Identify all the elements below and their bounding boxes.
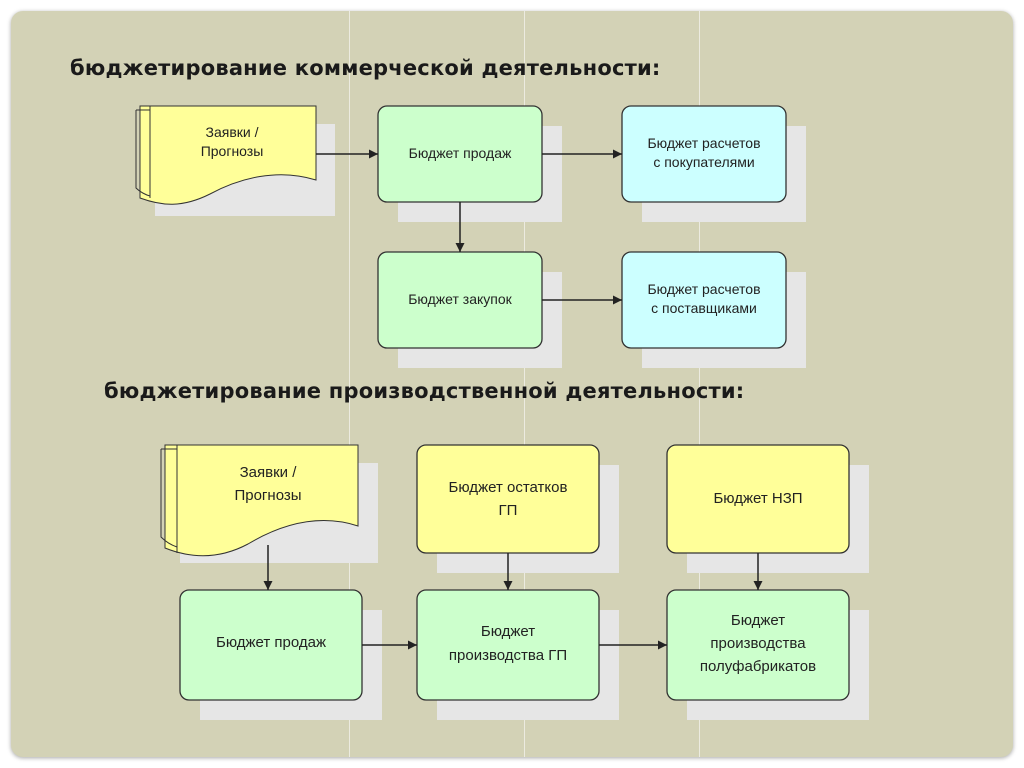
doc-label-line2: Прогнозы — [201, 143, 264, 159]
wip-budget-box: Бюджет НЗП — [666, 444, 869, 573]
production-fg-line2: производства ГП — [449, 647, 567, 664]
stock-budget-line2: ГП — [499, 502, 518, 519]
doc-label-line2: Прогнозы — [234, 487, 301, 504]
supplier-settlements-budget-box: Бюджет расчетов с поставщиками — [621, 251, 806, 368]
supplier-settlements-line1: Бюджет расчетов — [647, 281, 760, 297]
doc-label-line1: Заявки / — [206, 124, 259, 140]
grid-line — [349, 11, 350, 757]
customer-settlements-budget-box: Бюджет расчетов с покупателями — [621, 105, 806, 222]
sales-budget-label: Бюджет продаж — [216, 634, 326, 651]
semi-finished-line2: производства — [710, 635, 806, 652]
wip-budget-label: Бюджет НЗП — [713, 490, 802, 507]
commercial-requests-document: Заявки / Прогнозы — [135, 105, 335, 216]
finished-goods-production-budget-box: Бюджет производства ГП — [416, 589, 619, 720]
semi-finished-line1: Бюджет — [731, 612, 785, 629]
sales-budget-label: Бюджет продаж — [409, 145, 512, 161]
semi-finished-line3: полуфабрикатов — [700, 658, 816, 675]
customer-settlements-line2: с покупателями — [653, 154, 754, 170]
commercial-budgeting-heading: бюджетирование коммерческой деятельности… — [70, 56, 661, 80]
production-budgeting-heading: бюджетирование производственной деятельн… — [104, 379, 745, 403]
customer-settlements-line1: Бюджет расчетов — [647, 135, 760, 151]
commercial-sales-budget-box: Бюджет продаж — [377, 105, 562, 222]
purchases-budget-label: Бюджет закупок — [408, 291, 512, 307]
doc-label-line1: Заявки / — [240, 464, 298, 481]
purchases-budget-box: Бюджет закупок — [377, 251, 562, 368]
semi-finished-production-budget-box: Бюджет производства полуфабрикатов — [666, 589, 869, 720]
production-requests-document: Заявки / Прогнозы — [160, 444, 378, 563]
production-sales-budget-box: Бюджет продаж — [179, 589, 382, 720]
finished-goods-stock-budget-box: Бюджет остатков ГП — [416, 444, 619, 573]
supplier-settlements-line2: с поставщиками — [651, 300, 757, 316]
grid-line — [699, 11, 700, 757]
grid-line — [524, 11, 525, 757]
stock-budget-line1: Бюджет остатков — [449, 479, 568, 496]
production-fg-line1: Бюджет — [481, 623, 535, 640]
